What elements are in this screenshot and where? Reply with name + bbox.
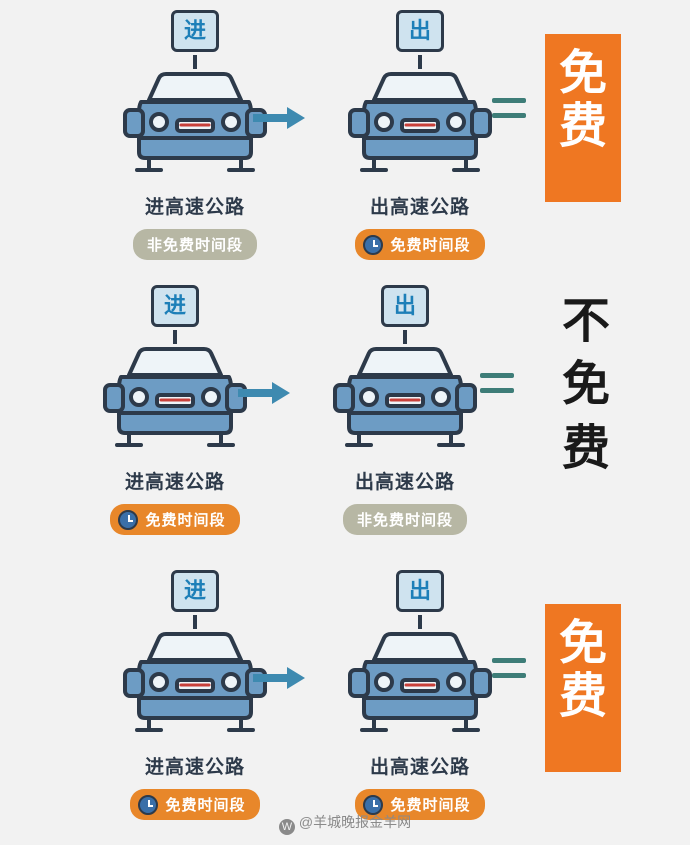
car-icon: [348, 632, 492, 732]
entry-caption: 进高速公路: [124, 472, 225, 493]
clock-icon: [363, 794, 384, 815]
clock-icon: [363, 234, 384, 255]
exit-sign-label: 出: [408, 578, 431, 603]
clock-icon: [138, 794, 159, 815]
arrow-right-icon: [238, 382, 290, 404]
rule-row-3: 进: [0, 570, 690, 830]
arrow-right-icon: [253, 107, 305, 129]
weibo-icon: W: [278, 819, 295, 835]
car-icon: [103, 347, 247, 447]
car-icon: [123, 72, 267, 172]
exit-sign-label: 出: [393, 293, 416, 318]
result-badge: 免费: [545, 34, 621, 202]
entry-sign: 进: [171, 570, 219, 629]
exit-car-unit: 出: [300, 570, 540, 820]
entry-sign-label: 进: [183, 18, 206, 43]
exit-car-unit: 出: [300, 10, 540, 260]
exit-sign: 出: [396, 570, 444, 629]
exit-caption: 出高速公路: [354, 472, 455, 493]
entry-time-badge: 非免费时间段: [132, 229, 257, 260]
entry-sign-label: 进: [183, 578, 206, 603]
result-badge: 免费: [545, 604, 621, 772]
exit-sign: 出: [381, 285, 429, 344]
exit-sign: 出: [396, 10, 444, 69]
entry-car-unit: 进: [75, 570, 315, 820]
entry-badge-label: 免费时间段: [165, 797, 246, 814]
car-illustration: [115, 624, 275, 744]
rule-row-2: 进: [0, 285, 690, 545]
exit-time-badge: 免费时间段: [355, 229, 485, 260]
entry-caption: 进高速公路: [144, 197, 245, 218]
clock-icon: [118, 509, 139, 530]
arrow-right-icon: [253, 667, 305, 689]
entry-car-unit: 进: [55, 285, 295, 535]
entry-badge-label: 免费时间段: [145, 512, 226, 529]
car-illustration: [340, 64, 500, 184]
exit-badge-label: 免费时间段: [390, 797, 471, 814]
equals-icon: [492, 98, 532, 138]
car-illustration: [325, 339, 485, 459]
entry-sign-label: 进: [163, 293, 186, 318]
sign-stem: [418, 615, 422, 629]
exit-time-badge: 免费时间段: [355, 789, 485, 820]
car-illustration: [340, 624, 500, 744]
entry-caption: 进高速公路: [144, 757, 245, 778]
sign-stem: [403, 330, 407, 344]
sign-stem: [173, 330, 177, 344]
entry-time-badge: 免费时间段: [110, 504, 240, 535]
exit-caption: 出高速公路: [369, 757, 470, 778]
entry-time-badge: 免费时间段: [130, 789, 260, 820]
car-icon: [123, 632, 267, 732]
exit-caption: 出高速公路: [369, 197, 470, 218]
sign-stem: [193, 615, 197, 629]
car-illustration: [95, 339, 255, 459]
exit-badge-label: 免费时间段: [390, 237, 471, 254]
exit-time-badge: 非免费时间段: [342, 504, 467, 535]
sign-stem: [418, 55, 422, 69]
sign-stem: [193, 55, 197, 69]
watermark-text: @羊城晚报金羊网: [298, 814, 412, 830]
car-illustration: [115, 64, 275, 184]
exit-badge-label: 非免费时间段: [356, 512, 453, 529]
entry-car-unit: 进: [75, 10, 315, 260]
car-icon: [348, 72, 492, 172]
equals-icon: [480, 373, 520, 413]
entry-sign: 进: [151, 285, 199, 344]
exit-car-unit: 出: [285, 285, 525, 535]
entry-badge-label: 非免费时间段: [146, 237, 243, 254]
exit-sign-label: 出: [408, 18, 431, 43]
rule-row-1: 进: [0, 10, 690, 270]
result-text: 不免费: [561, 295, 610, 475]
car-icon: [333, 347, 477, 447]
watermark: W@羊城晚报金羊网: [0, 812, 690, 835]
entry-sign: 进: [171, 10, 219, 69]
equals-icon: [492, 658, 532, 698]
